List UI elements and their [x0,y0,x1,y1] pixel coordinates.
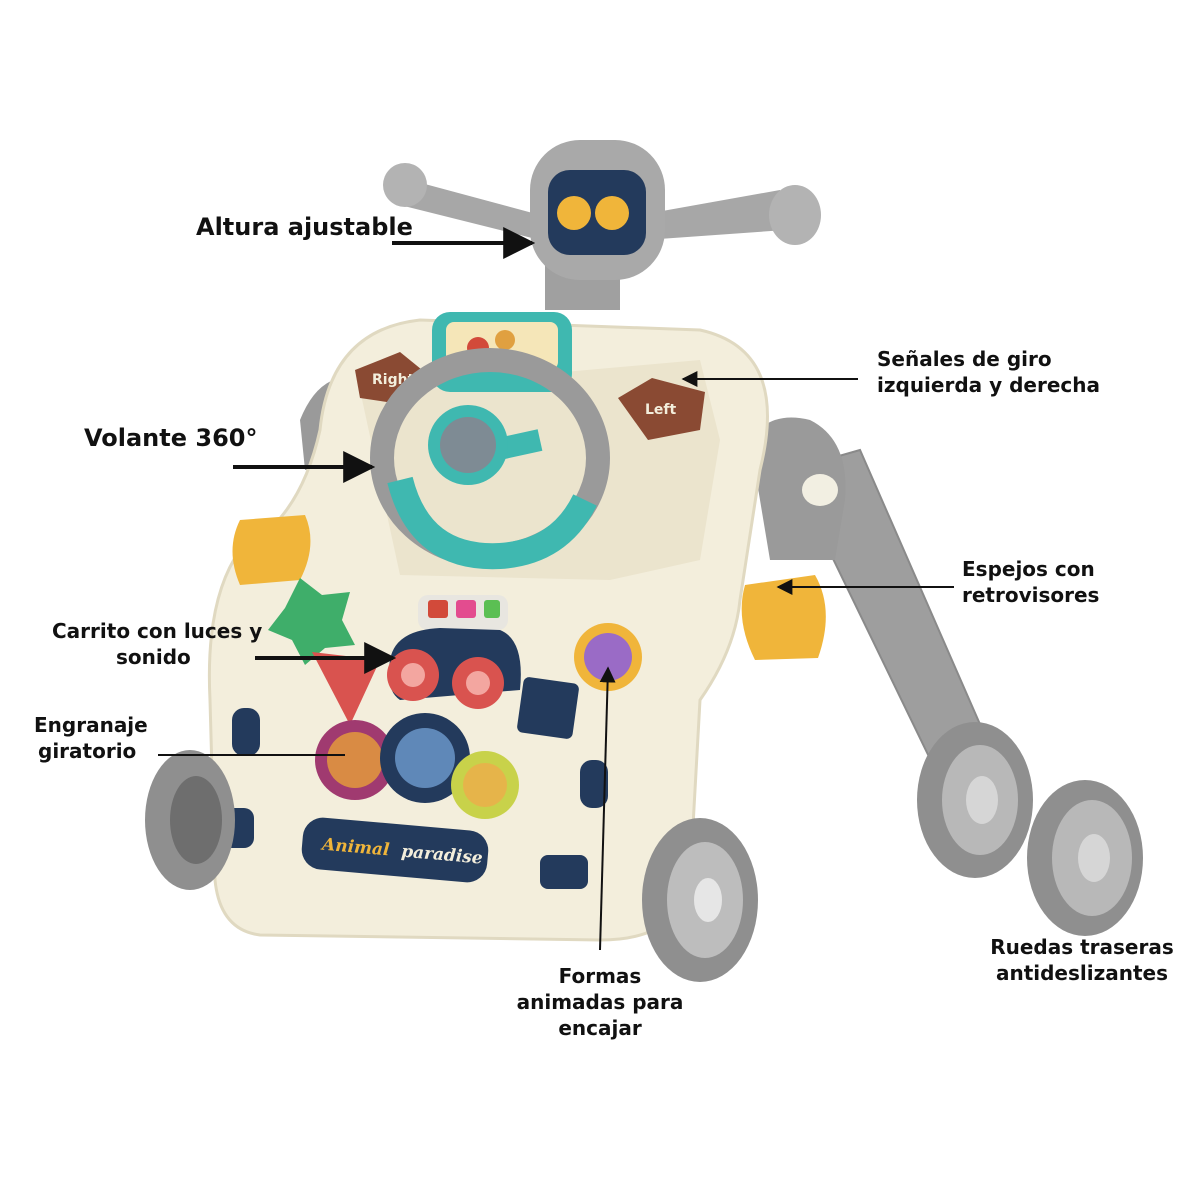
front-wheel-right [642,818,758,982]
rotating-gears [315,713,519,819]
front-wheel-left [145,750,235,890]
label-shapes-line2: animadas para [516,990,684,1014]
label-turn-signals-line1: Señales de giro [877,347,1052,371]
label-steering-wheel: Volante 360° [84,423,257,454]
shape-square [517,677,579,739]
label-mirrors-line2: retrovisores [962,583,1100,607]
side-bumper-right [750,417,846,560]
annotation-arrows [158,227,954,951]
steering-wheel [370,312,610,570]
robot-eye-right [595,196,629,230]
label-shapes-line1: Formas [558,964,642,988]
label-shapes: Formas animadas para encajar [510,963,690,1041]
label-rear-wheels-line2: antideslizantes [995,961,1169,985]
label-gears-line1: Engranaje [34,713,148,737]
label-gears: Engranaje giratorio [34,712,148,764]
side-slot [232,708,260,756]
side-slot [580,760,608,808]
mirror-left [232,515,311,585]
label-rear-wheels: Ruedas traseras antideslizantes [982,934,1182,986]
shape-star [268,578,355,665]
side-knob-right [802,474,838,506]
label-shapes-line3: encajar [558,1016,642,1040]
side-slot [540,855,588,889]
turn-signal-left: Left [618,378,705,440]
label-gears-line2: giratorio [38,739,137,763]
turn-signal-left-text: Left [645,402,677,418]
label-rear-wheels-line1: Ruedas traseras [990,935,1174,959]
label-toy-car: Carrito con luces y sonido [52,618,262,670]
handle-bar [383,140,821,310]
label-turn-signals: Señales de giro izquierda y derecha [877,346,1100,398]
brand-plate: Animal paradise [301,817,489,883]
rear-wheel-detached [1027,780,1143,936]
label-mirrors-line1: Espejos con [962,557,1095,581]
rear-wheel-leg [917,722,1033,878]
toy-car [387,595,521,709]
label-toy-car-line1: Carrito con luces y [52,619,263,643]
label-toy-car-line2: sonido [116,645,191,669]
robot-eye-left [557,196,591,230]
label-adjustable-height: Altura ajustable [196,212,413,243]
label-mirrors: Espejos con retrovisores [962,556,1099,608]
shape-triangle [312,652,380,725]
arrow-formas [599,666,616,951]
label-turn-signals-line2: izquierda y derecha [877,373,1101,397]
label-adjustable-height-text: Altura ajustable [196,213,413,241]
mirror-right [741,575,826,660]
label-steering-wheel-text: Volante 360° [84,424,258,452]
